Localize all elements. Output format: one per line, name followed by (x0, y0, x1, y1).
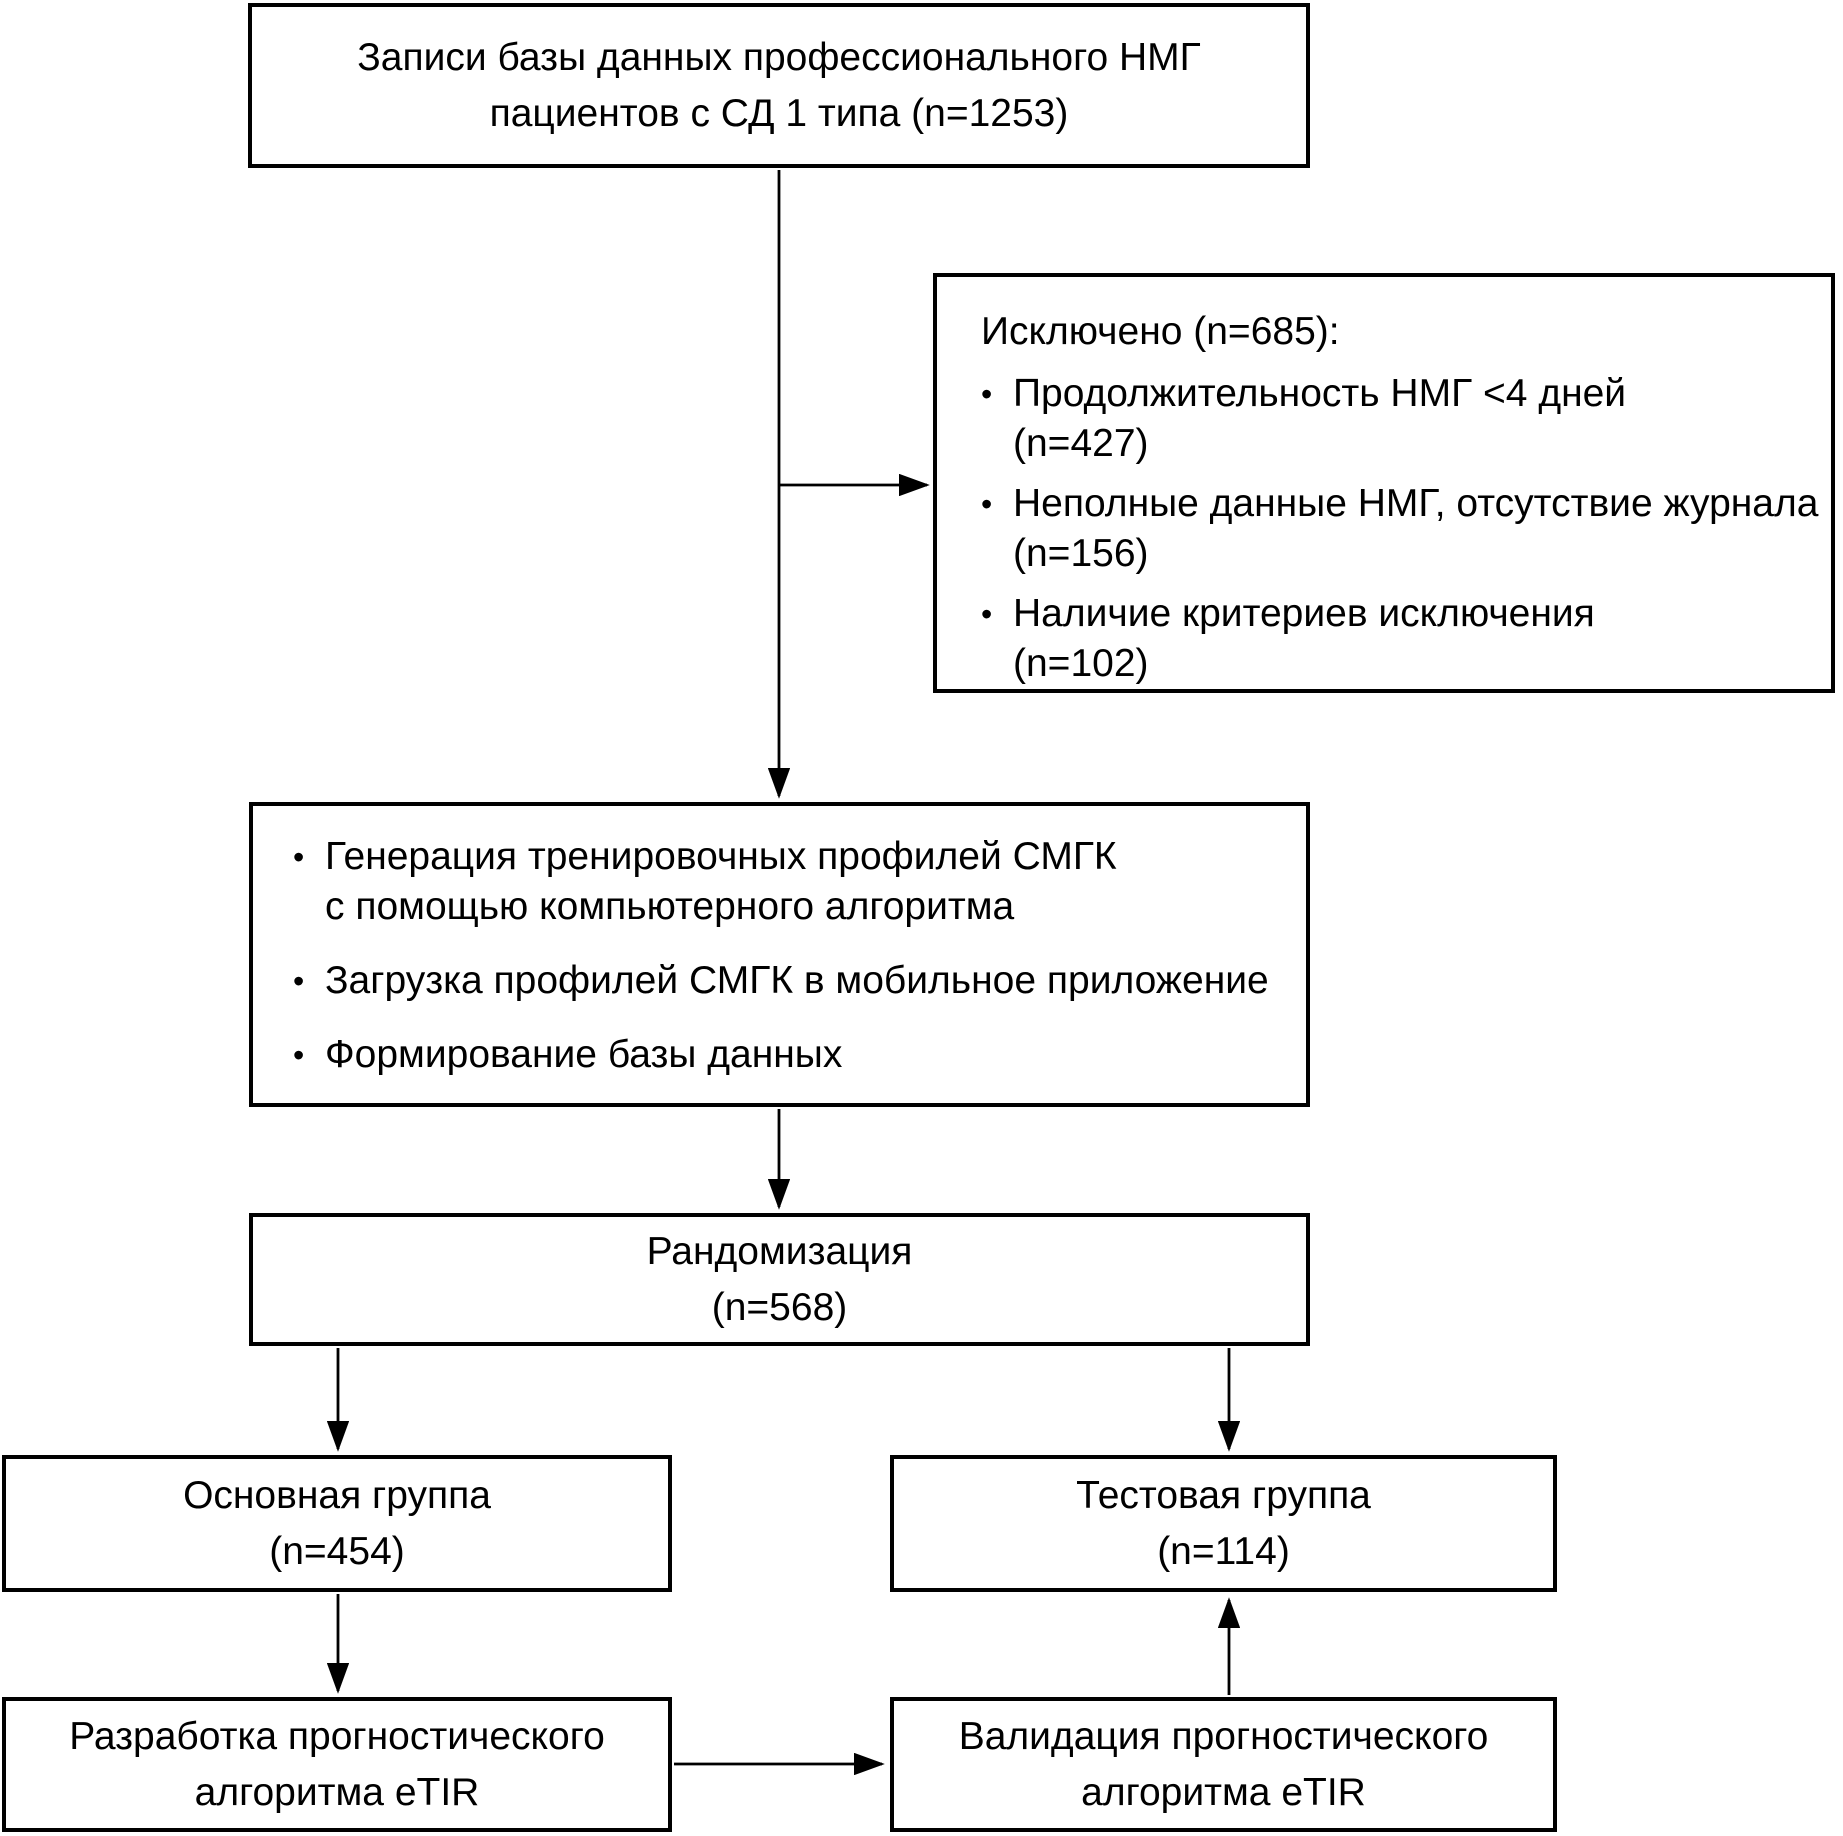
data-preparation-item: • Формирование базы данных (293, 1030, 1282, 1080)
bullet-icon: • (293, 839, 305, 875)
exclusion-box-content: Исключено (n=685): • Продолжительность Н… (937, 277, 1831, 689)
exclusion-item: • Продолжительность НМГ <4 дней (n=427) (981, 369, 1807, 469)
bullet-icon: • (981, 486, 993, 522)
data-preparation-box: • Генерация тренировочных профилей СМГК … (249, 802, 1310, 1107)
exclusion-item-count: (n=102) (1013, 642, 1149, 685)
exclusion-title: Исключено (n=685): (981, 310, 1340, 353)
database-records-box: Записи базы данных профессионального НМГ… (248, 3, 1310, 168)
exclusion-item-line1: Неполные данные НМГ, отсутствие журнала (1013, 482, 1819, 525)
development-box: Разработка прогностического алгоритма eT… (2, 1697, 672, 1832)
development-line2: алгоритма eTIR (194, 1770, 480, 1814)
exclusion-box: Исключено (n=685): • Продолжительность Н… (933, 273, 1835, 693)
exclusion-list: • Продолжительность НМГ <4 дней (n=427) … (981, 369, 1818, 689)
exclusion-item-text: Наличие критериев исключения (n=102) (1013, 589, 1595, 689)
validation-line2: алгоритма eTIR (1081, 1770, 1366, 1814)
bullet-icon: • (293, 963, 305, 999)
database-records-line2: пациентов с СД 1 типа (n=1253) (489, 91, 1069, 135)
data-preparation-item-text: Загрузка профилей СМГК в мобильное прило… (325, 956, 1269, 1006)
data-preparation-list: • Генерация тренировочных профилей СМГК … (293, 832, 1282, 1080)
randomization-line2: (n=568) (711, 1285, 848, 1329)
exclusion-item-line1: Продолжительность НМГ <4 дней (1013, 372, 1627, 415)
bullet-icon: • (981, 376, 993, 412)
data-preparation-item-line1: Генерация тренировочных профилей СМГК (325, 835, 1117, 878)
test-group-line2: (n=114) (1157, 1529, 1290, 1573)
exclusion-item-count: (n=156) (1013, 532, 1149, 575)
main-group-box: Основная группа (n=454) (2, 1455, 672, 1592)
exclusion-item-line1: Наличие критериев исключения (1013, 592, 1595, 635)
exclusion-item-text: Неполные данные НМГ, отсутствие журнала … (1013, 479, 1818, 579)
validation-line1: Валидация прогностического (958, 1714, 1489, 1758)
test-group-line1: Тестовая группа (1076, 1473, 1371, 1517)
data-preparation-item: • Загрузка профилей СМГК в мобильное при… (293, 956, 1282, 1006)
exclusion-item: • Наличие критериев исключения (n=102) (981, 589, 1807, 689)
bullet-icon: • (981, 596, 993, 632)
data-preparation-item-line2: с помощью компьютерного алгоритма (325, 885, 1015, 928)
data-preparation-content: • Генерация тренировочных профилей СМГК … (253, 806, 1306, 1080)
data-preparation-item-line1: Загрузка профилей СМГК в мобильное прило… (325, 959, 1269, 1002)
data-preparation-item-text: Формирование базы данных (325, 1030, 842, 1080)
randomization-line1: Рандомизация (646, 1229, 913, 1273)
data-preparation-item: • Генерация тренировочных профилей СМГК … (293, 832, 1282, 932)
data-preparation-item-text: Генерация тренировочных профилей СМГК с … (325, 832, 1117, 932)
validation-box: Валидация прогностического алгоритма eTI… (890, 1697, 1557, 1832)
randomization-box: Рандомизация (n=568) (249, 1213, 1310, 1346)
exclusion-item: • Неполные данные НМГ, отсутствие журнал… (981, 479, 1818, 579)
test-group-box: Тестовая группа (n=114) (890, 1455, 1557, 1592)
main-group-line1: Основная группа (183, 1473, 491, 1517)
bullet-icon: • (293, 1037, 305, 1073)
database-records-line1: Записи базы данных профессионального НМГ (357, 35, 1201, 79)
data-preparation-item-line1: Формирование базы данных (325, 1033, 843, 1076)
main-group-line2: (n=454) (269, 1529, 405, 1573)
exclusion-item-text: Продолжительность НМГ <4 дней (n=427) (1013, 369, 1626, 469)
development-line1: Разработка прогностического (69, 1714, 605, 1758)
exclusion-item-count: (n=427) (1013, 422, 1149, 465)
